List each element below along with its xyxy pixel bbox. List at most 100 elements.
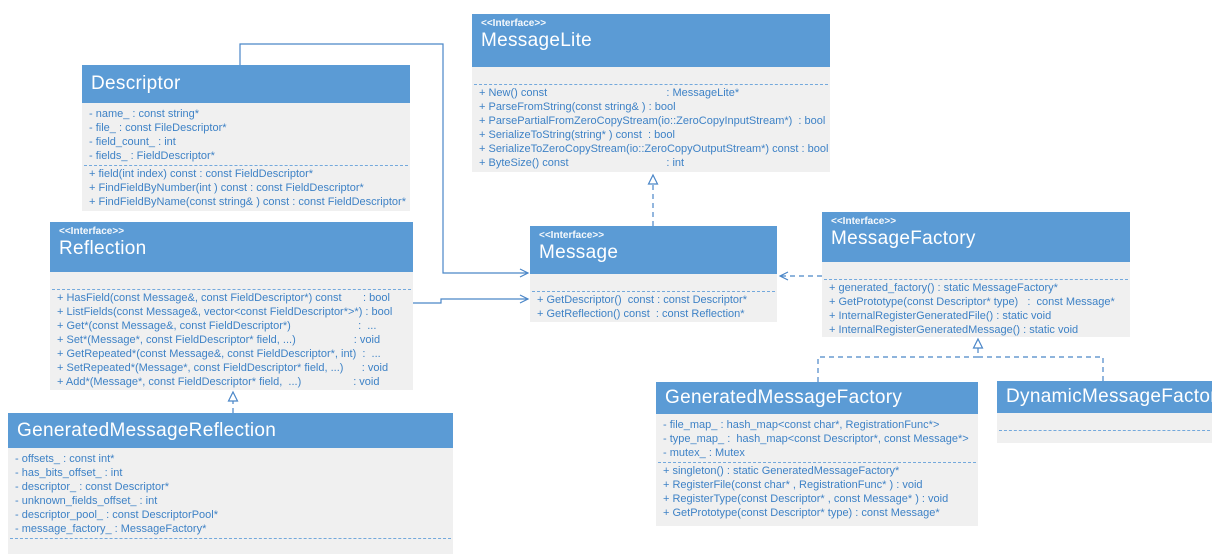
attribute-row: - name_ : const string* (89, 108, 200, 120)
method-row: + SerializeToZeroCopyStream(io::ZeroCopy… (479, 143, 829, 155)
methods-section: + HasField(const Message&, const FieldDe… (50, 291, 413, 389)
class-stereotype: <<Interface>> (831, 216, 897, 227)
method-row: + GetDescriptor() const : const Descript… (537, 294, 747, 306)
members-separator (52, 289, 411, 290)
attribute-row: - descriptor_pool_ : const DescriptorPoo… (15, 509, 218, 521)
attributes-section (472, 71, 830, 82)
attributes-section (997, 417, 1212, 428)
class-title: Descriptor (91, 73, 181, 94)
method-row: + generated_factory() : static MessageFa… (829, 282, 1058, 294)
class-header: GeneratedMessageFactory (656, 382, 978, 414)
attribute-row: - unknown_fields_offset_ : int (15, 495, 158, 507)
edge-reflection-to-message (413, 294, 530, 304)
attributes-section (822, 266, 1130, 277)
members-separator (824, 279, 1128, 280)
method-row: + InternalRegisterGeneratedFile() : stat… (829, 310, 1052, 322)
class-stereotype: <<Interface>> (539, 230, 605, 241)
hollow-triangle-arrowhead-icon (972, 337, 984, 349)
method-row: + RegisterType(const Descriptor* , const… (663, 493, 949, 505)
method-row: + HasField(const Message&, const FieldDe… (57, 292, 390, 304)
edge-descriptor-to-message (239, 43, 530, 278)
methods-section: + GetDescriptor() const : const Descript… (530, 293, 777, 321)
class-header: GeneratedMessageReflection (8, 413, 453, 448)
attribute-row: - type_map_ : hash_map<const Descriptor*… (663, 433, 969, 445)
class-box-dynamicmessagefactory[interactable]: DynamicMessageFactory (997, 381, 1222, 443)
edge-line (413, 298, 528, 304)
class-body: + generated_factory() : static MessageFa… (822, 262, 1130, 337)
attribute-row: - has_bits_offset_ : int (15, 467, 123, 479)
class-box-generatedmessagefactory[interactable]: GeneratedMessageFactory - file_map_ : has… (656, 382, 978, 526)
attribute-row: - file_map_ : hash_map<const char*, Regi… (663, 419, 940, 431)
edge-messagefactory-to-message (778, 271, 822, 281)
class-header: DynamicMessageFactory (997, 381, 1222, 413)
class-header: <<Interface>>Reflection (50, 222, 413, 272)
class-box-messagefactory[interactable]: <<Interface>>MessageFactory+ generated_f… (822, 212, 1130, 337)
members-separator (10, 538, 451, 539)
method-row: + ParseFromString(const string& ) : bool (479, 101, 676, 113)
class-box-message[interactable]: <<Interface>>Message + GetDescriptor() co… (530, 226, 777, 322)
methods-section: + field(int index) const : const FieldDe… (82, 167, 410, 209)
class-body: + GetDescriptor() const : const Descript… (530, 274, 777, 322)
attributes-section (530, 278, 777, 289)
open-arrowhead-icon (519, 268, 530, 278)
method-row: + InternalRegisterGeneratedMessage() : s… (829, 324, 1079, 336)
method-row: + SetRepeated*(Message*, const FieldDesc… (57, 362, 389, 374)
attributes-section (50, 276, 413, 287)
attribute-row: - offsets_ : const int* (15, 453, 115, 465)
method-row: + Set*(Message*, const FieldDescriptor* … (57, 334, 381, 346)
method-row: + field(int index) const : const FieldDe… (89, 168, 314, 180)
class-stereotype: <<Interface>> (59, 226, 125, 237)
method-row: + GetReflection() const : const Reflecti… (537, 308, 745, 320)
attributes-section: - name_ : const string* - file_ : const F… (82, 107, 410, 163)
class-title: GeneratedMessageFactory (665, 387, 903, 408)
class-title: GeneratedMessageReflection (17, 419, 277, 441)
method-row: + GetRepeated*(const Message&, const Fie… (57, 348, 381, 360)
members-separator (658, 462, 976, 463)
method-row: + Add*(Message*, const FieldDescriptor* … (57, 376, 380, 388)
class-box-generatedmessagereflection[interactable]: GeneratedMessageReflection - offsets_ : c… (8, 413, 453, 554)
class-title: Message (539, 242, 619, 263)
attributes-section: - offsets_ : const int* - has_bits_offset… (8, 452, 453, 536)
class-body (997, 413, 1212, 443)
method-row: + ByteSize() const : int (479, 157, 685, 169)
class-box-reflection[interactable]: <<Interface>>Reflection + HasField(const … (50, 222, 413, 390)
class-header: <<Interface>>MessageLite (472, 14, 830, 67)
class-box-messagelite[interactable]: <<Interface>>MessageLite + New() const : … (472, 14, 830, 172)
method-row: + New() const : MessageLite* (479, 87, 740, 99)
edge-generatedmessagefactory-to-messagefactory (817, 337, 984, 382)
edge-generatedmessagereflection-to-reflection (227, 390, 239, 413)
attribute-row: - field_count_ : int (89, 136, 176, 148)
class-body: - name_ : const string* - file_ : const F… (82, 103, 410, 211)
method-row: + FindFieldByNumber(int ) const : const … (89, 182, 364, 194)
method-row: + GetPrototype(const Descriptor* type) :… (663, 507, 940, 519)
methods-section: + generated_factory() : static MessageFa… (822, 281, 1130, 337)
methods-section: + singleton() : static GeneratedMessageF… (656, 464, 978, 520)
members-separator (999, 430, 1210, 431)
class-body: - file_map_ : hash_map<const char*, Regi… (656, 414, 978, 526)
edge-line (817, 348, 979, 382)
class-title: MessageLite (481, 30, 593, 51)
method-row: + singleton() : static GeneratedMessageF… (663, 465, 900, 477)
members-separator (474, 84, 828, 85)
edge-line (239, 43, 528, 274)
edge-message-to-messagelite (647, 173, 659, 226)
method-row: + Get*(const Message&, const FieldDescri… (57, 320, 377, 332)
class-title: Reflection (59, 238, 147, 259)
attribute-row: - descriptor_ : const Descriptor* (15, 481, 170, 493)
class-stereotype: <<Interface>> (481, 18, 547, 29)
hollow-triangle-arrowhead-icon (227, 390, 239, 402)
class-body: + New() const : MessageLite* + ParseFromS… (472, 67, 830, 172)
attribute-row: - file_ : const FileDescriptor* (89, 122, 227, 134)
class-header: Descriptor (82, 65, 410, 103)
method-row: + FindFieldByName(const string& ) const … (89, 196, 406, 208)
class-title: DynamicMessageFactory (1006, 386, 1222, 407)
class-body: - offsets_ : const int* - has_bits_offset… (8, 448, 453, 554)
methods-section: + New() const : MessageLite* + ParseFromS… (472, 86, 830, 170)
class-box-descriptor[interactable]: Descriptor - name_ : const string* - file_… (82, 65, 410, 211)
open-arrowhead-icon (778, 271, 789, 281)
hollow-triangle-arrowhead-icon (647, 173, 659, 185)
method-row: + SerializeToString(string* ) const : bo… (479, 129, 675, 141)
